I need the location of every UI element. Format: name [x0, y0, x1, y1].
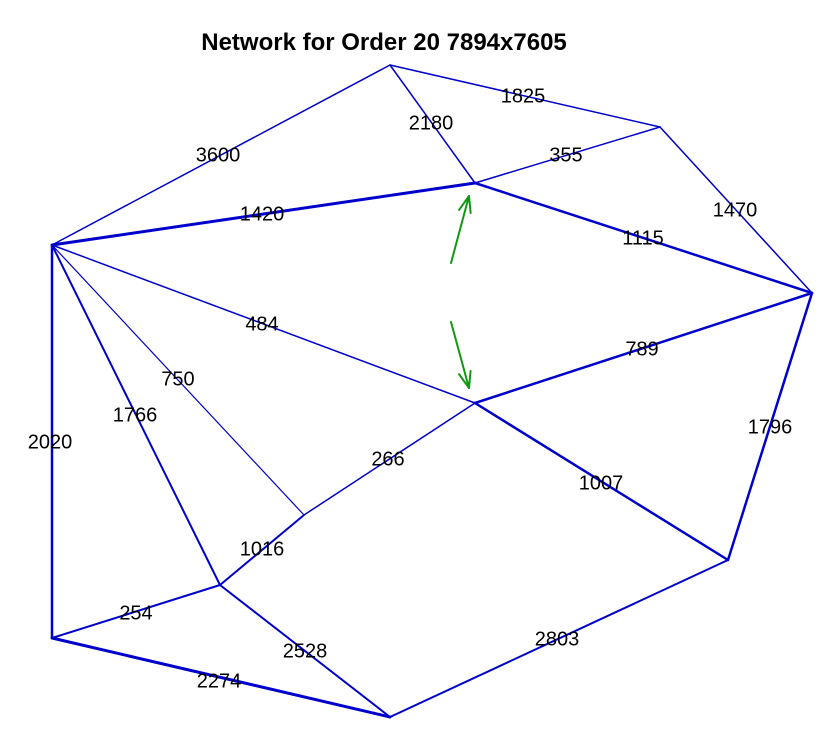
edge-label-left-top: 3600	[196, 144, 241, 166]
arrow-down	[450, 321, 472, 389]
edge-right-lower-right	[726, 291, 814, 562]
edges-layer	[50, 64, 814, 719]
edge-label-left-middle: 484	[245, 313, 278, 335]
edge-center-right	[473, 181, 814, 295]
diagram-title: Network for Order 20 7894x7605	[201, 29, 567, 56]
edge-bottom-left-bottom	[50, 636, 392, 719]
edge-left-junction	[51, 244, 305, 516]
edge-left-center	[50, 181, 477, 247]
edge-label-upper-right-right: 1470	[713, 199, 758, 221]
edge-junction-lower-left	[219, 514, 305, 586]
edge-label-left-lower-left: 1766	[113, 404, 158, 426]
edge-label-junction-lower-left: 1016	[240, 538, 285, 560]
edge-top-upper-right	[389, 64, 661, 128]
arrow-down-head	[458, 369, 472, 389]
edge-top-center	[389, 64, 476, 184]
edge-label-right-lower-right: 1796	[748, 416, 793, 438]
edge-middle-right	[473, 291, 814, 405]
arrow-up-head	[458, 195, 472, 215]
edge-label-bottom-left-lower-left: 254	[119, 602, 152, 624]
arrow-up-shaft	[450, 195, 470, 264]
edge-label-left-bottom-left: 2020	[28, 431, 73, 453]
arrow-down-shaft	[450, 321, 470, 389]
edge-label-bottom-lower-right: 2803	[535, 628, 580, 650]
edge-middle-lower-right	[473, 401, 730, 562]
edge-label-top-upper-right: 1825	[501, 85, 546, 107]
arrows-layer	[450, 195, 472, 389]
labels-layer: 3600 2180 1825 355 1420 1470 1115 484 789 7501766…	[28, 85, 793, 692]
edge-center-upper-right	[474, 126, 661, 184]
edge-label-left-junction: 750	[161, 368, 194, 390]
edge-bottom-left-lower-left	[51, 584, 221, 639]
edge-label-middle-lower-right: 1007	[579, 472, 624, 494]
edge-label-top-center: 2180	[409, 112, 454, 134]
edge-lower-left-bottom	[219, 584, 391, 718]
edge-left-lower-left	[51, 244, 221, 586]
edge-upper-right-right	[659, 126, 813, 294]
edge-bottom-lower-right	[389, 559, 729, 718]
edge-label-middle-right: 789	[625, 338, 658, 360]
edge-label-center-right: 1115	[622, 227, 664, 249]
arrow-up	[450, 195, 472, 264]
edge-left-top	[51, 64, 391, 246]
edge-label-left-center: 1420	[240, 203, 285, 225]
edge-label-middle-junction: 266	[371, 448, 404, 470]
edge-label-center-upper-right: 355	[549, 144, 582, 166]
edge-label-lower-left-bottom: 2528	[283, 640, 328, 662]
edge-left-middle	[51, 244, 476, 404]
edge-middle-junction	[303, 402, 476, 516]
edge-label-bottom-left-bottom: 2274	[197, 670, 242, 692]
